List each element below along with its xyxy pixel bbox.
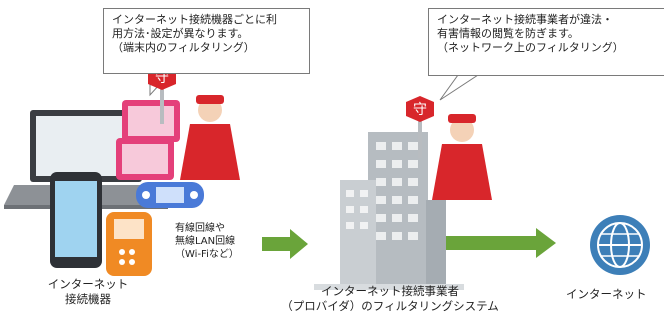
callout-isp-tail	[439, 74, 480, 101]
callout-isp-line-2: 有害情報の閲覧を防ぎます。	[437, 27, 579, 40]
smartphone-icon	[50, 172, 102, 268]
isp-label-line-1: インターネット接続事業者	[321, 284, 459, 298]
device-label-line-1: インターネット	[47, 277, 129, 291]
connection-line-label-1: 有線回線や	[175, 223, 225, 234]
connection-line-label: 有線回線や 無線LAN回線 （Wi-Fiなど）	[175, 222, 239, 261]
connection-line-label-2: 無線LAN回線	[175, 236, 236, 247]
callout-isp-line-1: インターネット接続事業者が違法・	[437, 13, 613, 26]
device-label-line-2: 接続機器	[65, 292, 111, 306]
guard-icon-device	[148, 64, 240, 180]
callout-device-line-2: 用方法･設定が異なります。	[112, 27, 249, 40]
tablet-icon	[116, 100, 180, 180]
internet-label: インターネット	[566, 287, 647, 301]
guard-icon-isp	[406, 96, 492, 200]
connection-line-label-3: （Wi-Fiなど）	[175, 249, 239, 260]
callout-isp-line-3: （ネットワーク上のフィルタリング）	[437, 41, 624, 54]
isp-label-line-2: （プロバイダ）のフィルタリングシステム	[281, 299, 499, 313]
isp-label: インターネット接続事業者 （プロバイダ）のフィルタリングシステム	[240, 284, 540, 314]
arrow-isp-to-internet	[446, 228, 556, 258]
device-label: インターネット 接続機器	[8, 277, 168, 307]
mobile-phone-icon	[106, 212, 152, 276]
callout-device-line-3: （端末内のフィルタリング）	[112, 41, 255, 54]
globe-icon	[590, 215, 650, 275]
guard-badge-isp-text: 守	[413, 102, 427, 118]
callout-isp-filtering: インターネット接続事業者が違法・ 有害情報の閲覧を防ぎます。 （ネットワーク上の…	[428, 8, 664, 76]
game-console-icon	[136, 182, 204, 208]
callout-device-filtering: インターネット接続機器ごとに利 用方法･設定が異なります。 （端末内のフィルタリ…	[103, 8, 310, 74]
arrow-device-to-isp	[262, 229, 308, 259]
guard-badge-device-text: 守	[155, 70, 169, 86]
callout-device-line-1: インターネット接続機器ごとに利	[112, 13, 277, 26]
